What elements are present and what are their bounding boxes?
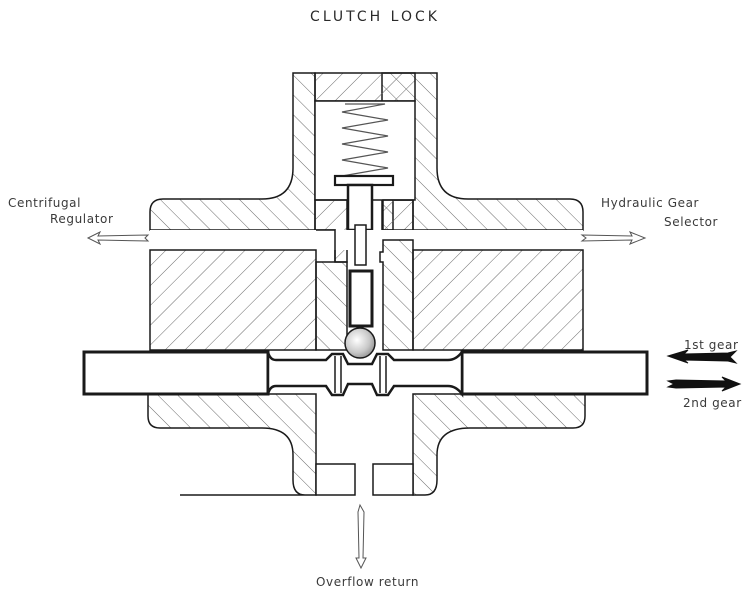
housing-cap (314, 72, 416, 102)
label-regulator: Regulator (50, 212, 114, 226)
label-selector: Selector (664, 215, 719, 229)
label-overflow-return: Overflow return (316, 575, 420, 589)
left-block (149, 249, 317, 351)
label-centrifugal: Centrifugal (8, 196, 82, 210)
upper-body-left (149, 72, 316, 231)
right-mid-wall (379, 239, 414, 351)
left-mid-wall (315, 261, 348, 351)
spring-plate (333, 174, 395, 187)
shift-rod-left (82, 350, 270, 396)
outlet-right (372, 463, 414, 496)
lower-body-right (412, 393, 586, 496)
label-hydraulic-gear: Hydraulic Gear (601, 196, 700, 210)
arrow-centrifugal-regulator (86, 230, 150, 246)
upper-inner-right (382, 199, 414, 231)
lock-ball (344, 327, 376, 359)
lower-body-left (147, 393, 317, 496)
arrow-hydraulic-gear-selector (580, 231, 647, 245)
label-second-gear: 2nd gear (683, 396, 742, 410)
shift-rod-right (460, 350, 649, 396)
arrow-overflow-return (355, 503, 367, 570)
arrow-second-gear (666, 376, 742, 392)
detent-spool (266, 348, 464, 398)
right-block (412, 249, 584, 351)
spring (341, 103, 389, 179)
outlet-left (315, 463, 356, 496)
plunger-lower (348, 269, 374, 328)
label-first-gear: 1st gear (684, 338, 739, 352)
plunger-rod (354, 224, 367, 266)
arrow-first-gear (666, 349, 738, 364)
diagram-title: CLUTCH LOCK (310, 9, 440, 25)
plunger-upper (346, 183, 374, 232)
